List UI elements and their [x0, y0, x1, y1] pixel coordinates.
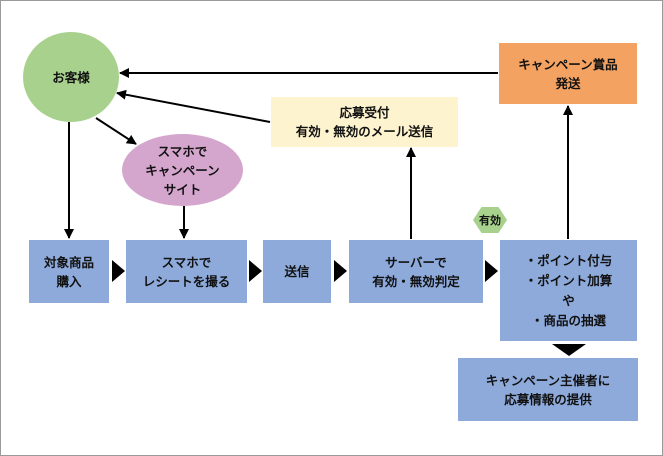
prize-shipping-box: キャンペーン賞品 発送 [499, 43, 637, 104]
rewards-line-2: ・ポイント加算 [524, 272, 613, 288]
smartphone-site-line-3: サイト [163, 181, 202, 197]
arrow-customer-to-site [95, 117, 137, 145]
rewards-line-3: や [562, 292, 575, 308]
prize-shipping-line-2: 発送 [555, 75, 581, 91]
organizer-info-line-1: キャンペーン主催者に [485, 372, 611, 388]
receipt-photo-step: スマホで レシートを撮る [126, 240, 247, 303]
application-receipt-line-1: 応募受付 [339, 105, 390, 120]
server-judgement-line-2: 有効・無効判定 [372, 273, 460, 289]
organizer-info-step: キャンペーン主催者に 応募情報の提供 [458, 358, 638, 421]
step-chevron-2 [249, 260, 262, 282]
server-judgement-line-1: サーバーで [385, 254, 447, 270]
organizer-info-line-2: 応募情報の提供 [504, 391, 592, 407]
receipt-photo-line-2: レシートを撮る [142, 273, 231, 289]
step-chevron-3 [334, 260, 347, 282]
smartphone-site-line-1: スマホで [157, 143, 208, 159]
application-receipt-line-2: 有効・無効のメール送信 [295, 124, 434, 139]
purchase-line-2: 購入 [56, 273, 82, 289]
smartphone-site-line-2: キャンペーン [145, 162, 220, 178]
send-step: 送信 [263, 240, 331, 303]
customer-node: お客様 [23, 32, 119, 122]
customer-label: お客様 [52, 69, 90, 85]
arrow-receipt-to-customer [116, 89, 271, 123]
step-chevron-down [552, 344, 586, 356]
valid-badge-label: 有効 [479, 214, 501, 227]
purchase-step: 対象商品 購入 [29, 240, 109, 303]
step-chevron-4 [485, 260, 498, 282]
step-chevron-1 [112, 260, 125, 282]
smartphone-site-node: スマホで キャンペーン サイト [122, 134, 243, 206]
purchase-line-1: 対象商品 [43, 254, 94, 270]
application-receipt-box: 応募受付 有効・無効のメール送信 [271, 97, 458, 147]
rewards-line-4: ・商品の抽選 [530, 312, 606, 328]
receipt-photo-line-1: スマホで [161, 254, 212, 270]
rewards-line-1: ・ポイント付与 [524, 252, 613, 268]
rewards-step: ・ポイント付与 ・ポイント加算 や ・商品の抽選 [500, 240, 637, 341]
prize-shipping-line-1: キャンペーン賞品 [518, 56, 618, 72]
server-judgement-step: サーバーで 有効・無効判定 [349, 240, 483, 303]
send-label: 送信 [284, 264, 310, 279]
